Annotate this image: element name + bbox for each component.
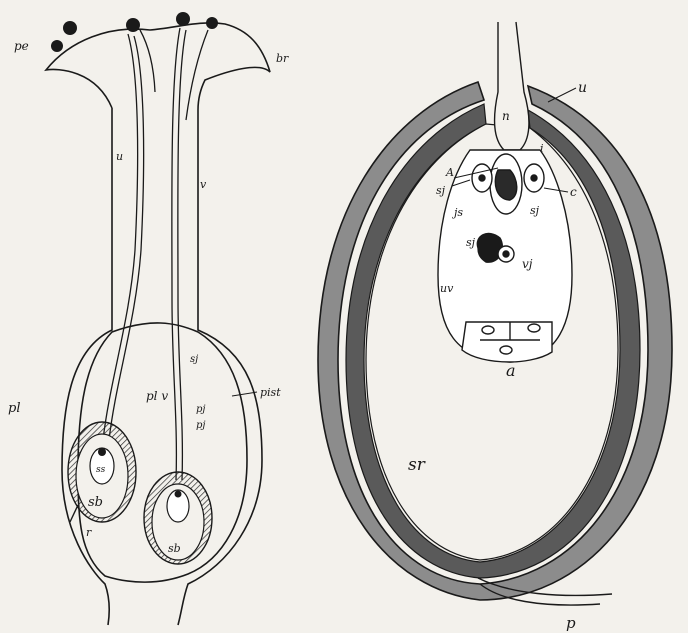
label-sj-mid: sj	[466, 236, 476, 249]
label-u: u	[116, 150, 123, 163]
nucellus-beak	[495, 22, 529, 150]
antipodal-cells	[462, 322, 552, 362]
label-i: i	[540, 142, 544, 155]
label-A: A	[445, 166, 454, 179]
left-leader-lines	[232, 392, 257, 396]
label-u-right: u	[578, 80, 587, 96]
nucellus-neck	[495, 22, 529, 150]
label-c: c	[570, 185, 577, 199]
label-pst: pist	[260, 386, 281, 399]
label-pj-2: pj	[196, 420, 206, 431]
label-pl: pl	[8, 401, 20, 416]
pollen-tube	[109, 36, 144, 440]
leader-line	[232, 392, 257, 396]
nucleus	[98, 448, 106, 456]
label-n: n	[502, 109, 510, 123]
pollen-tubes	[103, 28, 208, 480]
synergid-nucleus	[479, 175, 485, 181]
pollen-tube	[178, 30, 186, 480]
pollen-grains	[51, 12, 218, 52]
label-vj: vj	[522, 257, 533, 271]
label-pj-1: pj	[196, 404, 206, 415]
pollen-grain	[176, 12, 190, 26]
leader-line	[548, 88, 576, 102]
label-r: r	[86, 526, 92, 539]
label-uv: uv	[440, 282, 454, 295]
label-pe: pe	[14, 39, 29, 53]
label-sj-right: sj	[530, 204, 540, 217]
label-br: br	[276, 52, 289, 65]
label-sj: sj	[190, 354, 198, 365]
pollen-grain	[206, 17, 218, 29]
embryo-sac-right	[438, 150, 572, 362]
pollen-tube	[103, 34, 138, 440]
pollen-grain	[63, 21, 77, 35]
label-sb-2: sb	[168, 542, 181, 555]
label-sr: sr	[408, 455, 426, 475]
label-sj-left: sj	[436, 184, 446, 197]
pollen-tube	[186, 30, 208, 120]
synergid-nucleus	[531, 175, 537, 181]
funiculus	[70, 505, 78, 522]
pollen-tube	[140, 30, 155, 92]
label-p: p	[566, 614, 576, 632]
polar-nucleus-dot	[503, 251, 509, 257]
label-v: v	[200, 178, 207, 191]
label-sb-1: sb	[88, 495, 103, 510]
pollen-tube	[172, 28, 180, 480]
pollen-grain	[51, 40, 63, 52]
nucleus	[175, 491, 182, 498]
label-plv: pl v	[146, 389, 168, 403]
pollen-grain	[126, 18, 140, 32]
label-a: a	[506, 361, 516, 380]
label-ss-1: ss	[96, 465, 106, 475]
